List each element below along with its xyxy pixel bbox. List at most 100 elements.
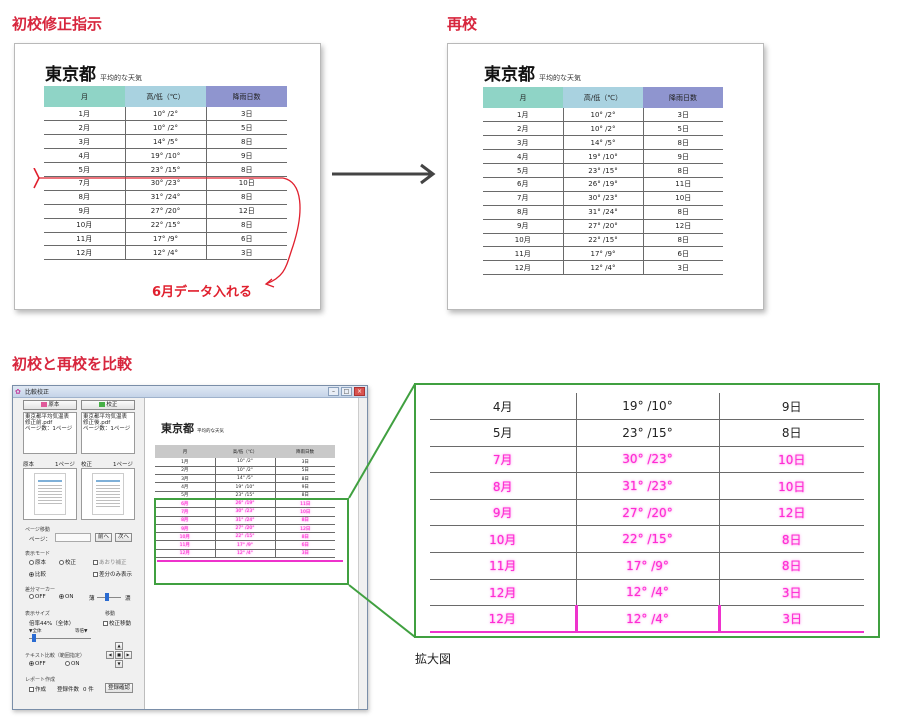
original-button[interactable]: 原本 xyxy=(23,400,77,410)
marker-density-slider[interactable] xyxy=(97,597,121,598)
month-cell: 12月 xyxy=(483,260,563,276)
month-cell: 2月 xyxy=(483,121,563,137)
month-cell: 9月 xyxy=(430,499,576,527)
move-center-icon[interactable]: ■ xyxy=(115,651,123,659)
proof-button[interactable]: 校正 xyxy=(81,400,135,410)
window-titlebar: ✿ 比較校正 – □ × xyxy=(13,386,367,398)
original-thumbnail[interactable] xyxy=(23,468,77,520)
page-move-group-label: ページ移動 xyxy=(25,527,50,533)
diff-only-checkbox[interactable]: 差分のみ表示 xyxy=(93,570,132,578)
marker-off-radio[interactable]: OFF xyxy=(29,594,46,600)
prev-page-button[interactable]: 前へ xyxy=(95,533,112,542)
header-rain: 降雨日数 xyxy=(643,87,723,108)
temp-cell: 12° /4° xyxy=(575,579,719,607)
month-cell: 5月 xyxy=(483,163,563,178)
temp-cell: 19° /10° xyxy=(575,393,719,421)
month-cell: 10月 xyxy=(483,233,563,248)
temp-cell: 22° /15° xyxy=(575,525,719,554)
text-on-radio[interactable]: ON xyxy=(65,661,79,667)
mode-compare-radio[interactable]: 比較 xyxy=(29,570,46,578)
display-mode-label: 表示モード xyxy=(25,551,51,557)
month-cell: 8月 xyxy=(155,516,215,525)
rain-cell: 3日 xyxy=(717,605,864,634)
month-cell: 7月 xyxy=(483,191,563,206)
month-cell: 12月 xyxy=(430,605,576,634)
mode-original-radio[interactable]: 原本 xyxy=(29,558,46,566)
mode-apply-checkbox[interactable]: あおり補正 xyxy=(93,558,127,566)
page-select[interactable] xyxy=(55,533,91,542)
original-info-line: ページ数：1ページ xyxy=(25,426,73,432)
insert-arrowhead xyxy=(264,278,275,288)
proof-button-label: 校正 xyxy=(106,402,118,408)
radio-icon xyxy=(59,594,64,599)
checkbox-icon xyxy=(29,687,34,692)
first-proof-title: 初校修正指示 xyxy=(12,15,103,33)
rain-cell: 11日 xyxy=(274,499,335,509)
temp-cell: 17° /9° xyxy=(562,246,643,262)
move-right-icon[interactable]: ▶ xyxy=(124,651,132,659)
radio-icon xyxy=(29,572,34,577)
rain-cell: 8日 xyxy=(274,474,335,484)
temp-cell: 10° /2° xyxy=(562,108,643,123)
maximize-button[interactable]: □ xyxy=(341,387,352,396)
mode-proof-radio[interactable]: 校正 xyxy=(59,558,76,566)
zoom-text: 倍率44%（全体） xyxy=(29,621,75,627)
proof-info-line: ページ数：1ページ xyxy=(83,426,131,432)
month-cell: 5月 xyxy=(44,162,125,177)
fit-all-button[interactable]: ▼全体 xyxy=(29,629,42,634)
rain-cell: 3日 xyxy=(274,458,335,467)
checkbox-icon xyxy=(93,572,98,577)
next-page-button[interactable]: 次へ xyxy=(115,533,132,542)
close-button[interactable]: × xyxy=(354,387,365,396)
marker-density-thumb[interactable] xyxy=(105,593,109,601)
second-proof-title: 再校 xyxy=(447,15,478,33)
temp-cell: 23° /15° xyxy=(575,419,719,447)
move-up-icon[interactable]: ▲ xyxy=(115,642,123,650)
marker-light-label: 薄 xyxy=(89,596,95,602)
marker-dark-label: 濃 xyxy=(125,596,131,602)
rain-cell: 3日 xyxy=(205,245,287,261)
diff-marker-label: 差分マーカー xyxy=(25,587,56,593)
report-create-checkbox[interactable]: 作成 xyxy=(29,685,46,693)
temp-cell: 19° /10° xyxy=(214,482,275,492)
text-off-radio[interactable]: OFF xyxy=(29,661,46,667)
rain-cell: 5日 xyxy=(642,121,723,137)
move-left-icon[interactable]: ◀ xyxy=(106,651,114,659)
display-size-label: 表示サイズ xyxy=(25,611,50,617)
radio-icon xyxy=(65,661,70,666)
minimize-button[interactable]: – xyxy=(328,387,339,396)
month-cell: 11月 xyxy=(430,552,576,580)
zoom-slider-thumb[interactable] xyxy=(32,634,36,642)
actual-size-button[interactable]: 等倍▼ xyxy=(75,629,88,634)
temp-cell: 27° /20° xyxy=(214,524,275,534)
original-info: 東京都平均気温表 修正前.pdf ページ数：1ページ xyxy=(23,412,77,454)
proof-move-checkbox[interactable]: 校正移動 xyxy=(103,619,131,627)
zoom-slider[interactable] xyxy=(29,638,91,639)
marker-on-radio[interactable]: ON xyxy=(59,594,73,600)
move-down-icon[interactable]: ▼ xyxy=(115,660,123,668)
rain-cell: 6日 xyxy=(642,246,723,262)
view-scrollbar[interactable] xyxy=(358,398,367,709)
register-confirm-button[interactable]: 登録確認 xyxy=(105,683,133,693)
temp-cell: 27° /20° xyxy=(124,204,206,219)
proof-thumbnail[interactable] xyxy=(81,468,135,520)
month-cell: 11月 xyxy=(483,246,563,262)
month-cell: 6月 xyxy=(483,177,563,192)
original-thumb-page-icon xyxy=(34,473,66,515)
rain-cell: 3日 xyxy=(274,549,335,559)
rain-cell: 10日 xyxy=(642,191,723,206)
month-cell: 1月 xyxy=(483,108,563,123)
temp-cell: 10° /2° xyxy=(124,107,206,122)
rain-cell: 8日 xyxy=(718,552,864,580)
